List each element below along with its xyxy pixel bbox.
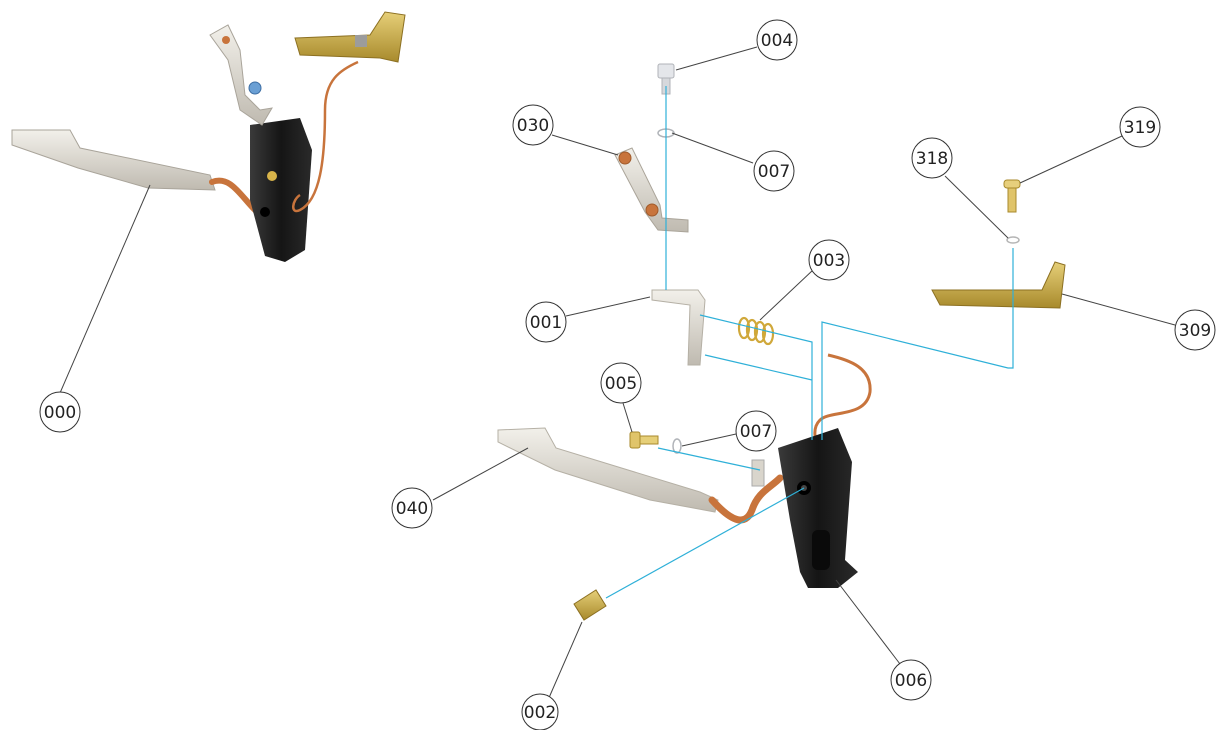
leader-lines: [59, 46, 1176, 701]
assembled-terminal-screw: [355, 35, 367, 47]
assembled-bottom-hole: [260, 207, 270, 217]
callout-004: 004: [756, 19, 798, 61]
callout-007-lower: 007: [735, 410, 777, 452]
part-040-copper-braid: [708, 474, 784, 524]
assembly-axis-lines: [605, 86, 1014, 599]
assembled-lever-bar: [11, 129, 216, 191]
part-003-spring: [737, 316, 775, 346]
callout-000: 000: [39, 391, 81, 433]
assembled-upright-bracket: [209, 24, 273, 126]
assembled-copper-wire: [292, 60, 359, 213]
assembled-black-carrier: [250, 118, 312, 262]
assembled-bracket-rivet: [222, 36, 230, 44]
assembled-brass-terminal: [294, 11, 406, 63]
callout-006: 006: [890, 659, 932, 701]
callout-005-label: 005: [605, 374, 637, 394]
callout-319: 319: [1119, 106, 1161, 148]
callout-318-label: 318: [916, 149, 948, 169]
part-007-washer-lower: [672, 438, 682, 454]
part-001-clip: [651, 289, 706, 366]
part-030-bracket: [614, 147, 689, 233]
callout-309: 309: [1174, 309, 1216, 351]
callout-003-label: 003: [813, 251, 845, 271]
callout-002-label: 002: [524, 703, 556, 723]
part-040-lever: [497, 427, 719, 513]
callout-040-label: 040: [396, 499, 428, 519]
callout-030-label: 030: [517, 116, 549, 136]
part-319-screw: [1003, 179, 1021, 213]
callout-004-label: 004: [761, 31, 793, 51]
part-006-carrier: [778, 428, 858, 588]
callout-005: 005: [600, 362, 642, 404]
callout-309-label: 309: [1179, 321, 1211, 341]
callout-319-label: 319: [1124, 118, 1156, 138]
callout-007-upper-label: 007: [758, 162, 790, 182]
callout-006-label: 006: [895, 671, 927, 691]
assembled-view: [11, 11, 406, 262]
callout-007-upper: 007: [753, 150, 795, 192]
part-309-terminal: [931, 261, 1066, 309]
exploded-view: [497, 63, 1066, 621]
callout-002: 002: [521, 693, 559, 730]
part-005-screw: [629, 431, 659, 449]
part-318-washer: [1006, 236, 1020, 244]
assembled-screw-head: [248, 81, 262, 95]
callout-001-label: 001: [530, 313, 562, 333]
part-040-braid-tab: [751, 459, 765, 487]
callout-003: 003: [808, 239, 850, 281]
callout-318: 318: [911, 137, 953, 179]
callout-040: 040: [391, 487, 433, 529]
callout-007-lower-label: 007: [740, 422, 772, 442]
callout-000-label: 000: [44, 403, 76, 423]
callout-001: 001: [525, 301, 567, 343]
callout-030: 030: [512, 104, 554, 146]
assembled-pin-head: [267, 171, 277, 181]
part-309-copper-wire: [813, 353, 872, 446]
part-002-pin: [573, 589, 607, 621]
